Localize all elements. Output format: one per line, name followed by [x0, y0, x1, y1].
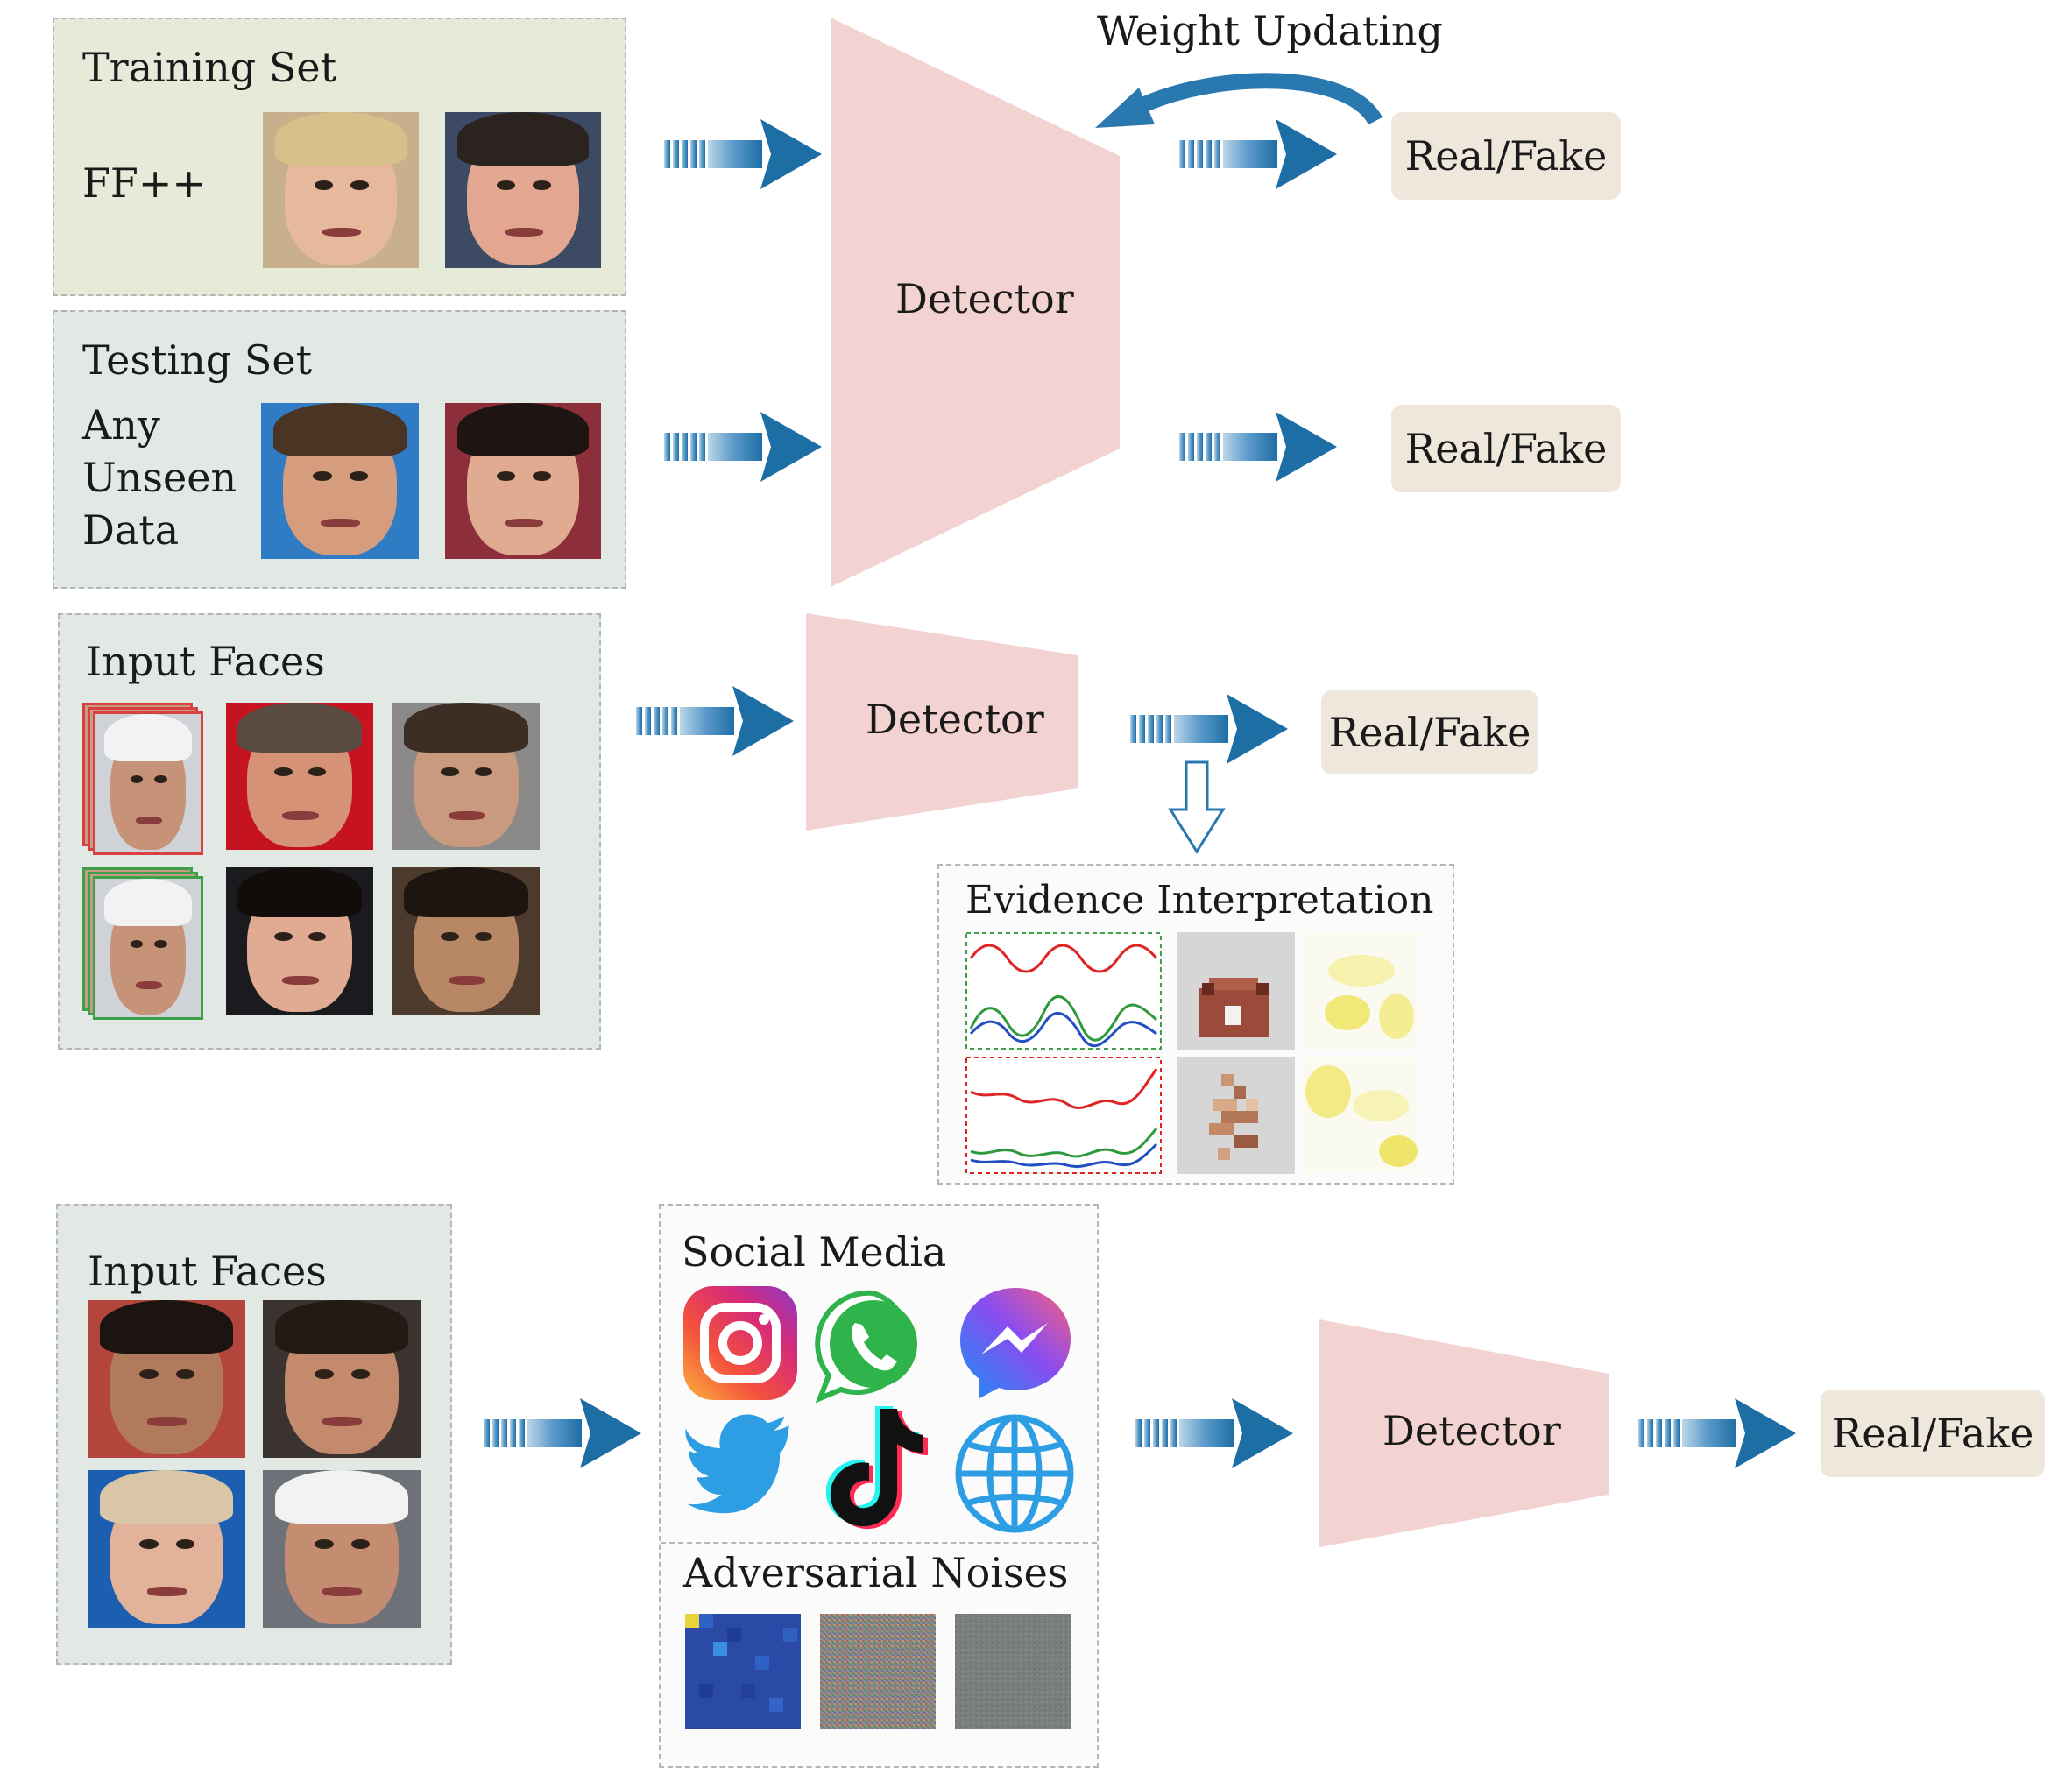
- detector-label: Detector: [866, 696, 1044, 743]
- down-arrow-to-evidence: [1168, 760, 1226, 854]
- pixel-saliency-fake: [1177, 1057, 1295, 1174]
- evidence-interpretation-panel: Evidence Interpretation: [937, 864, 1454, 1185]
- messenger-icon: [960, 1288, 1071, 1398]
- face-image: [445, 112, 601, 268]
- face-image: [226, 867, 373, 1015]
- face-image: [392, 867, 540, 1015]
- heatmap-real: [1302, 932, 1419, 1050]
- instagram-icon: [683, 1286, 797, 1400]
- perturbation-panel: Social Media Adversarial: [659, 1204, 1099, 1768]
- noise-patch-color: [820, 1614, 936, 1729]
- face-image: [226, 703, 373, 850]
- face-image: [445, 403, 601, 559]
- twitter-icon: [685, 1414, 789, 1514]
- signal-plot-fake: [965, 1057, 1162, 1174]
- arrow-detector-to-output-test: [1179, 412, 1337, 482]
- social-media-title: Social Media: [682, 1228, 947, 1276]
- signal-plot-real: [965, 932, 1162, 1050]
- evidence-interpretation-title: Evidence Interpretation: [965, 878, 1434, 923]
- face-image: [261, 403, 419, 559]
- testing-desc-line3: Data: [82, 506, 180, 554]
- pixel-saliency-real: [1177, 932, 1295, 1050]
- testing-set-panel: Testing Set Any Unseen Data: [53, 310, 626, 589]
- training-set-panel: Training Set FF++: [53, 18, 626, 296]
- output-real-fake: Real/Fake: [1391, 112, 1621, 200]
- arrow-detector-to-output-bottom: [1638, 1398, 1796, 1468]
- input-faces-panel-bottom: Input Faces: [56, 1204, 452, 1665]
- adversarial-noises-title: Adversarial Noises: [683, 1549, 1069, 1596]
- face-image: [93, 711, 203, 855]
- output-real-fake: Real/Fake: [1821, 1390, 2045, 1477]
- face-image: [263, 112, 419, 268]
- testing-desc-line2: Unseen: [82, 454, 237, 501]
- detector-shape: [831, 18, 1120, 587]
- globe-icon: [955, 1414, 1074, 1533]
- training-dataset-label: FF++: [82, 159, 206, 207]
- arrow-test-to-detector: [664, 412, 822, 482]
- input-faces-panel: Input Faces: [58, 613, 601, 1050]
- face-image: [88, 1470, 245, 1628]
- detector-label: Detector: [1383, 1407, 1561, 1454]
- arrow-train-to-detector: [664, 119, 822, 189]
- detector-label: Detector: [895, 275, 1074, 322]
- input-faces-title: Input Faces: [88, 1248, 327, 1295]
- output-real-fake: Real/Fake: [1391, 405, 1621, 492]
- testing-set-title: Testing Set: [82, 336, 313, 384]
- arrow-perturbation-to-detector: [1135, 1398, 1293, 1468]
- arrow-detector-to-output-train: [1179, 119, 1337, 189]
- output-real-fake: Real/Fake: [1321, 690, 1538, 774]
- face-image: [263, 1300, 421, 1458]
- weight-update-arrow: [1095, 73, 1383, 128]
- whatsapp-icon: [815, 1290, 917, 1404]
- testing-desc-line1: Any: [82, 401, 160, 449]
- input-faces-title: Input Faces: [86, 638, 325, 685]
- arrow-faces-to-perturbation: [484, 1398, 641, 1468]
- arrow-faces-to-detector: [636, 686, 794, 756]
- face-image: [88, 1300, 245, 1458]
- noise-patch-blocky: [685, 1614, 801, 1729]
- section-divider: [661, 1542, 1097, 1544]
- face-image: [93, 876, 203, 1020]
- noise-patch-gray: [955, 1614, 1071, 1729]
- face-image: [263, 1470, 421, 1628]
- weight-updating-label: Weight Updating: [1097, 7, 1443, 54]
- tiktok-icon: [825, 1406, 928, 1530]
- arrow-detector-to-output-mid: [1130, 694, 1288, 764]
- face-image: [392, 703, 540, 850]
- detector-shape: [806, 613, 1078, 831]
- detector-shape: [1319, 1319, 1609, 1547]
- training-set-title: Training Set: [82, 44, 337, 91]
- heatmap-fake: [1302, 1057, 1419, 1174]
